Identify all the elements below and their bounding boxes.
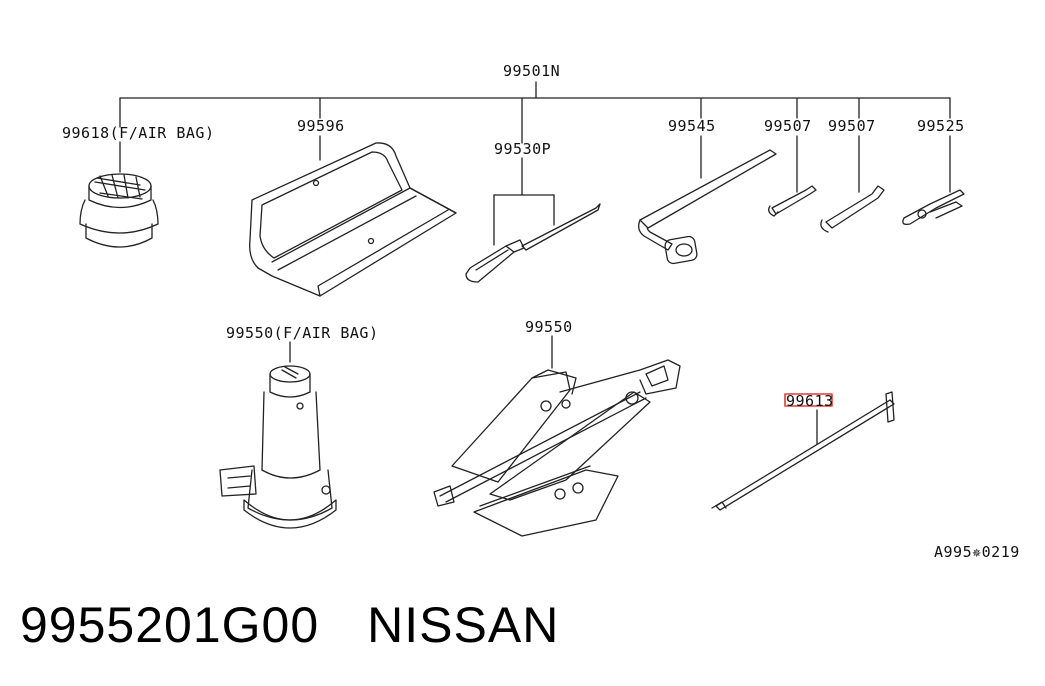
part-label-scissor-jack[interactable]: 99550 bbox=[525, 318, 573, 336]
scissor-jack-drawing bbox=[433, 359, 681, 537]
spanner-large-drawing bbox=[820, 185, 885, 233]
jack-cap-drawing bbox=[79, 173, 159, 248]
part-number-footer: 9955201G00 NISSAN bbox=[20, 600, 559, 650]
part-label-screwdriver[interactable]: 99530P bbox=[494, 140, 552, 158]
leader-lines bbox=[119, 135, 951, 445]
tree-lines bbox=[119, 81, 951, 144]
part-label-spanner-small[interactable]: 99507 bbox=[764, 117, 812, 135]
part-number: 9955201G00 bbox=[20, 597, 320, 653]
jack-handle-drawing bbox=[711, 391, 895, 511]
part-label-tool-bag[interactable]: 99596 bbox=[297, 117, 345, 135]
screwdriver-drawing bbox=[465, 203, 601, 283]
drawing-code: A995✵0219 bbox=[934, 543, 1020, 561]
pliers-drawing bbox=[902, 189, 965, 226]
part-label-bottle-jack[interactable]: 99550(F/AIR BAG) bbox=[226, 324, 379, 342]
spanner-small-drawing bbox=[768, 185, 817, 217]
part-label-spanner-large[interactable]: 99507 bbox=[828, 117, 876, 135]
wheel-nut-wrench-drawing bbox=[638, 149, 777, 265]
part-label-jack-cap[interactable]: 99618(F/AIR BAG) bbox=[62, 124, 215, 142]
root-label: 99501N bbox=[503, 62, 561, 80]
part-label-wheel-nut-wrench[interactable]: 99545 bbox=[668, 117, 716, 135]
highlight-box bbox=[784, 393, 833, 407]
part-label-pliers[interactable]: 99525 bbox=[917, 117, 965, 135]
tool-bag-drawing bbox=[249, 142, 457, 297]
brand-name: NISSAN bbox=[367, 597, 560, 653]
bottle-jack-drawing bbox=[219, 365, 337, 529]
part-label-jack-handle[interactable]: 99613 bbox=[786, 392, 834, 410]
